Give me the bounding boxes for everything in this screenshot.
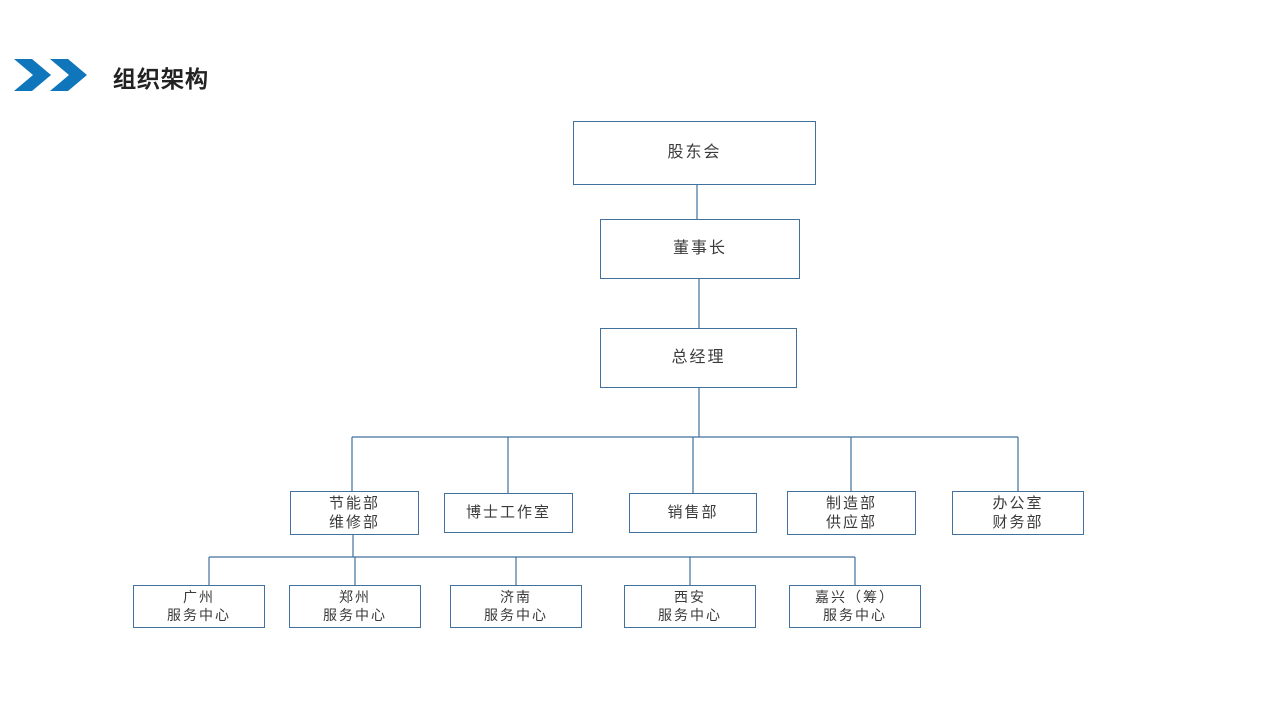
node-label-line1: 郑州 [339, 588, 371, 605]
node-energy-maintenance[interactable]: 节能部 维修部 [290, 491, 419, 535]
node-shareholders[interactable]: 股东会 [573, 121, 816, 185]
node-label-line2: 维修部 [328, 514, 380, 531]
node-label-line1: 济南 [500, 588, 532, 605]
node-general-manager[interactable]: 总经理 [600, 328, 797, 388]
node-label: 董事长 [672, 239, 727, 257]
double-chevron-right-icon [14, 59, 87, 91]
node-label-line1: 嘉兴（筹） [815, 588, 895, 605]
node-jinan-center[interactable]: 济南 服务中心 [450, 585, 582, 628]
node-sales[interactable]: 销售部 [629, 493, 757, 533]
node-label: 总经理 [671, 348, 726, 366]
node-label-line2: 服务中心 [167, 606, 231, 623]
node-label-line1: 制造部 [825, 494, 877, 512]
node-label-line2: 供应部 [825, 514, 877, 531]
page-title: 组织架构 [113, 66, 209, 92]
node-label: 博士工作室 [465, 504, 551, 522]
node-label-line2: 服务中心 [823, 606, 887, 623]
node-manufacturing-supply[interactable]: 制造部 供应部 [787, 491, 916, 535]
node-label-line1: 节能部 [328, 494, 380, 512]
node-label: 销售部 [667, 504, 719, 522]
node-chairman[interactable]: 董事长 [600, 219, 800, 279]
node-office-finance[interactable]: 办公室 财务部 [952, 491, 1084, 535]
node-label-line1: 西安 [674, 588, 706, 605]
node-label-line2: 财务部 [992, 514, 1044, 531]
node-label-line2: 服务中心 [484, 606, 548, 623]
slide-header: 组织架构 [0, 0, 1280, 120]
node-label-line2: 服务中心 [323, 606, 387, 623]
node-label: 股东会 [667, 143, 722, 161]
node-xian-center[interactable]: 西安 服务中心 [624, 585, 756, 628]
node-label-line2: 服务中心 [658, 606, 722, 623]
node-guangzhou-center[interactable]: 广州 服务中心 [133, 585, 265, 628]
node-label-line1: 广州 [183, 588, 215, 605]
node-doctoral-studio[interactable]: 博士工作室 [444, 493, 573, 533]
node-zhengzhou-center[interactable]: 郑州 服务中心 [289, 585, 421, 628]
node-label-line1: 办公室 [992, 494, 1044, 512]
node-jiaxing-center[interactable]: 嘉兴（筹） 服务中心 [789, 585, 921, 628]
